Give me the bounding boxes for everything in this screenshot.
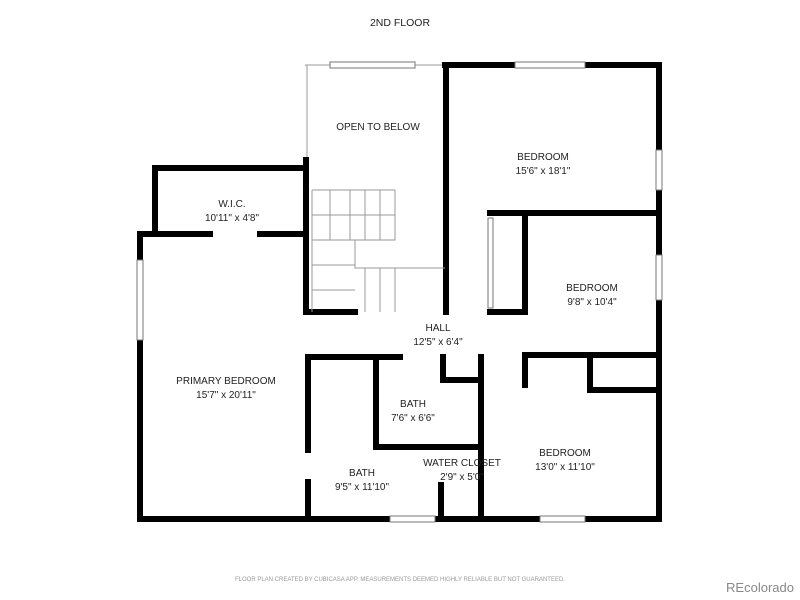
windows	[136, 61, 663, 523]
room-size: 7'6" x 6'6"	[391, 413, 435, 424]
room-name: WATER CLOSET	[423, 458, 501, 469]
room-name: BATH	[349, 468, 375, 479]
room-name: OPEN TO BELOW	[336, 122, 420, 133]
room-name: BEDROOM	[539, 448, 591, 459]
floor-title: 2ND FLOOR	[370, 17, 431, 29]
room-name: BEDROOM	[566, 283, 618, 294]
room-name: PRIMARY BEDROOM	[176, 376, 276, 387]
watermark: REcolorado	[726, 580, 794, 595]
room-size: 12'5" x 6'4"	[413, 337, 463, 348]
room-labels: OPEN TO BELOW BEDROOM 15'6" x 18'1" W.I.…	[176, 122, 618, 493]
room-size: 13'0" x 11'10"	[535, 462, 595, 473]
room-name: HALL	[425, 323, 450, 334]
room-name: BATH	[400, 399, 426, 410]
room-size: 9'5" x 11'10"	[335, 482, 390, 493]
room-size: 15'6" x 18'1"	[516, 166, 571, 177]
room-size: 10'11" x 4'8"	[205, 213, 260, 224]
disclaimer: FLOOR PLAN CREATED BY CUBICASA APP. MEAS…	[235, 577, 565, 583]
room-size: 9'8" x 10'4"	[567, 297, 617, 308]
room-name: BEDROOM	[517, 152, 569, 163]
room-name: W.I.C.	[218, 199, 245, 210]
stairs	[311, 189, 445, 312]
room-size: 15'7" x 20'11"	[196, 390, 256, 401]
room-size: 2'9" x 5'0"	[440, 472, 484, 483]
